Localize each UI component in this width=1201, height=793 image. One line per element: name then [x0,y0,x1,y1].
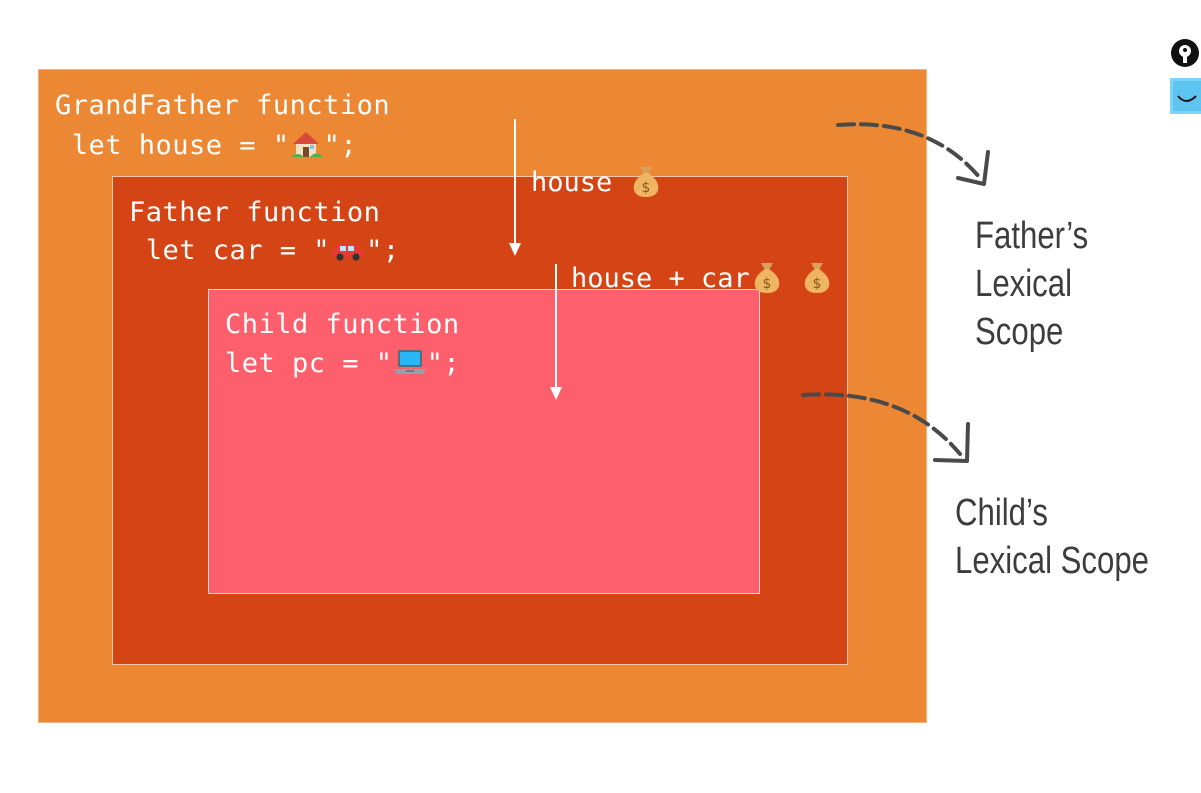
svg-text:$: $ [762,276,771,292]
laptop-icon [393,347,427,382]
house-icon [290,129,324,164]
house-car-note: house + car $ $ [571,259,834,300]
money-bag-icon: $ [750,259,784,300]
child-code: let pc = " "; [225,347,460,382]
whiteboard-icon[interactable] [1170,78,1201,114]
father-lexical-scope-label: Father’s Lexical Scope [975,212,1160,356]
car-icon [330,236,366,267]
money-bag-icon: $ [800,259,834,300]
grandfather-code-suffix: "; [323,130,358,161]
father-scope-line2: Lexical Scope [975,263,1073,353]
grandfather-code: let house = " "; [55,129,357,164]
child-scope-line1: Child’s [955,492,1048,534]
father-code: let car = " "; [129,236,400,267]
child-code-prefix: let pc = " [225,348,393,379]
money-bag-icon: $ [629,163,663,204]
svg-text:$: $ [812,276,821,292]
house-note: house $ [531,163,663,204]
child-title: Child function [225,309,460,340]
svg-text:$: $ [641,180,650,196]
father-title: Father function [129,197,381,228]
grandfather-title: GrandFather function [55,90,391,121]
grandfather-code-prefix: let house = " [55,130,290,161]
child-scope-line2: Lexical Scope [955,540,1150,582]
pen-icon[interactable] [1170,38,1201,69]
father-code-suffix: "; [366,235,400,266]
house-note-text: house [531,167,613,198]
father-code-prefix: let car = " [129,235,331,266]
child-lexical-scope-label: Child’s Lexical Scope [955,489,1149,585]
child-code-suffix: "; [426,348,461,379]
child-scope-box [208,289,760,594]
father-scope-line1: Father’s [975,215,1089,257]
house-car-note-text: house + car [571,263,750,294]
